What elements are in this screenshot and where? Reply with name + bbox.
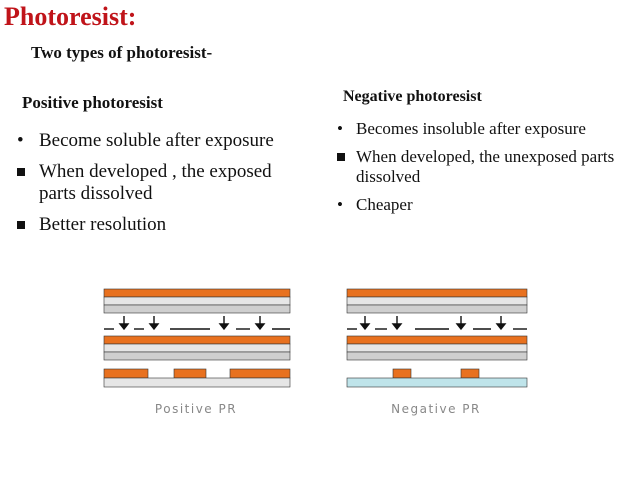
- stack-exposed: [346, 335, 528, 361]
- negative-bullet-list: • Becomes insoluble after exposure When d…: [335, 119, 625, 223]
- list-item: • Cheaper: [335, 195, 625, 215]
- bullet-dot-icon: •: [337, 195, 343, 214]
- stack-developed-positive: [103, 368, 291, 388]
- list-item: • Becomes insoluble after exposure: [335, 119, 625, 139]
- positive-heading: Positive photoresist: [22, 93, 163, 112]
- bullet-text: Better resolution: [39, 214, 167, 235]
- bullet-dot-icon: •: [337, 119, 343, 138]
- list-item: • Become soluble after exposure: [15, 130, 305, 152]
- bullet-square-icon: [337, 153, 345, 161]
- list-item: When developed, the unexposed parts diss…: [335, 147, 625, 187]
- negative-heading: Negative photoresist: [343, 88, 482, 105]
- bullet-text: When developed , the exposed parts disso…: [39, 161, 272, 204]
- bullet-text: Become soluble after exposure: [39, 130, 274, 151]
- list-item: When developed , the exposed parts disso…: [15, 161, 305, 205]
- bullet-text: Becomes insoluble after exposure: [356, 119, 586, 138]
- stack-before-exposure: [346, 288, 528, 314]
- bullet-text: Cheaper: [356, 195, 413, 214]
- bullet-square-icon: [17, 168, 25, 176]
- uv-exposure-mask: [347, 316, 527, 331]
- positive-bullet-list: • Become soluble after exposure When deve…: [15, 130, 305, 245]
- stack-developed-negative: [346, 368, 528, 388]
- uv-exposure-mask: [104, 316, 290, 331]
- bullet-square-icon: [17, 221, 25, 229]
- list-item: Better resolution: [15, 214, 305, 236]
- positive-pr-label: Positive PR: [154, 402, 238, 416]
- negative-pr-diagram: [343, 283, 543, 423]
- slide-subtitle: Two types of photoresist-: [31, 43, 213, 62]
- stack-exposed: [103, 335, 291, 361]
- negative-pr-label: Negative PR: [391, 402, 481, 416]
- bullet-text: When developed, the unexposed parts diss…: [356, 147, 615, 186]
- positive-pr-diagram: [100, 283, 300, 423]
- slide-title: Photoresist:: [4, 2, 137, 31]
- bullet-dot-icon: •: [17, 130, 24, 151]
- stack-before-exposure: [103, 288, 291, 314]
